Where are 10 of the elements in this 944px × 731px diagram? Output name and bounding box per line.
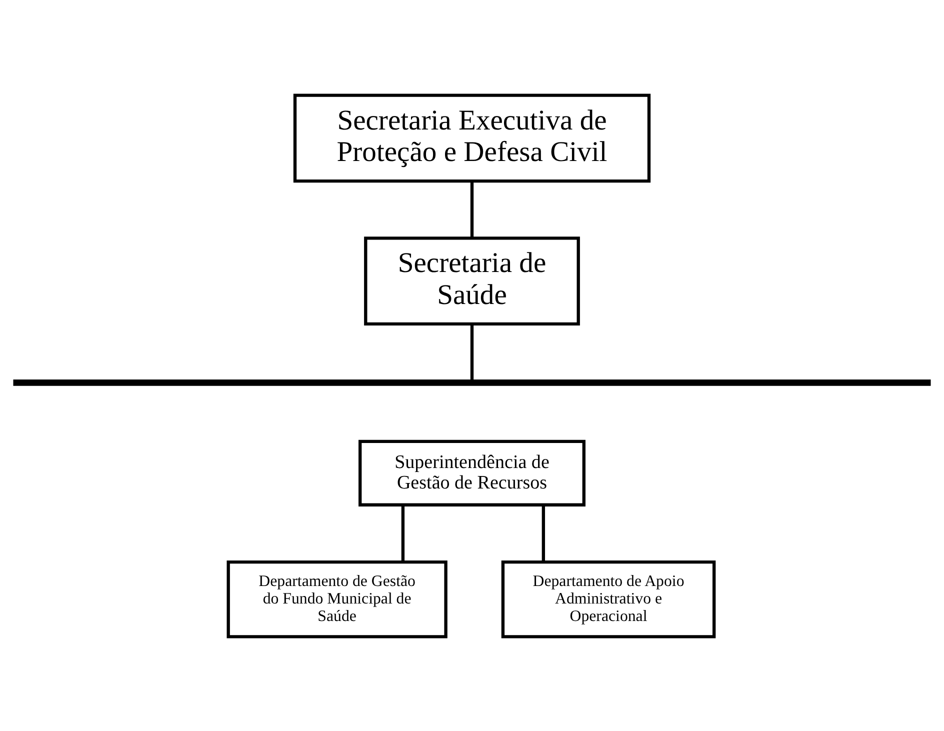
- node-box: Departamento de Apoio Administrativo e Operacional: [501, 560, 716, 638]
- connector: [470, 180, 474, 238]
- connector: [542, 504, 546, 562]
- connector: [470, 324, 474, 380]
- node-bar: [13, 379, 931, 386]
- node-box: Secretaria Executiva de Proteção e Defesa Civil: [293, 93, 651, 182]
- node-box: Secretaria de Saúde: [364, 236, 580, 326]
- node-box: Departamento de Gestão do Fundo Municipal de Saúde: [226, 560, 448, 638]
- node-box: Superintendência de Gestão de Recursos: [358, 439, 586, 506]
- connector: [401, 504, 405, 562]
